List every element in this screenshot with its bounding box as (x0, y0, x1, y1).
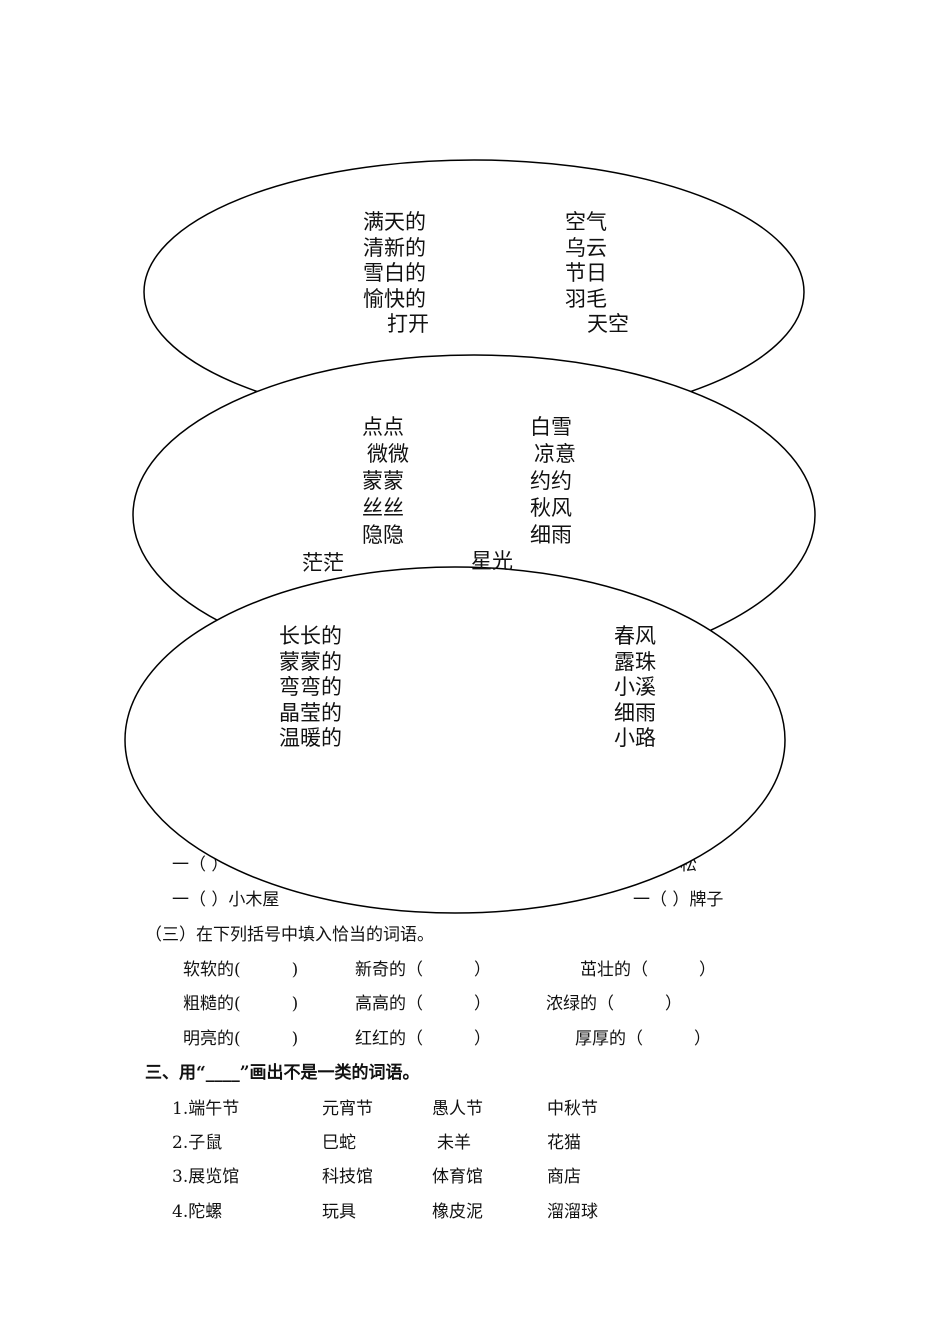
word-item: 花猫 (547, 1133, 581, 1153)
word-item: 体育馆 (432, 1167, 483, 1187)
word: 天空 (587, 312, 629, 336)
word: 微微 (367, 442, 409, 466)
word: 点点 (362, 415, 404, 439)
measure-row2-right: 一（ ）牌子 (633, 890, 724, 910)
word: 白雪 (530, 415, 572, 439)
oval2-words: 点点 微微 蒙蒙 丝丝 隐隐 茫茫 白雪 凉意 约约 秋风 细雨 (0, 0, 950, 600)
fill-item: 红红的（ ） (355, 1029, 491, 1049)
word: 凉意 (534, 442, 576, 466)
oval3-left-words: 长长的 蒙蒙的 弯弯的 晶莹的 温暖的 (279, 624, 342, 752)
word: 温暖的 (279, 726, 342, 750)
fill-item: 高高的（ ） (355, 994, 491, 1014)
fill-item: 新奇的（ ） (355, 960, 491, 980)
fill-item: 粗糙的( ) (183, 994, 299, 1014)
word-item: 3.展览馆 (172, 1167, 240, 1187)
word-item: 4.陀螺 (172, 1202, 223, 1222)
word-item: 元宵节 (322, 1099, 373, 1119)
word-item: 玩具 (322, 1202, 356, 1222)
word: 细雨 (614, 700, 656, 725)
word: 空气 (565, 210, 607, 234)
oval3-right-words: 春风 露珠 小溪 细雨 小路 (614, 624, 656, 752)
fill-item: 明亮的( ) (183, 1029, 299, 1049)
part3-title: 三、用“____”画出不是一类的词语。 (145, 1063, 420, 1083)
measure-row1-left: 一（ ） (172, 855, 229, 875)
word: 愉快的 (363, 286, 426, 311)
oval1-right-words: 空气 乌云 节日 羽毛 天空 (565, 210, 629, 338)
word: 蒙蒙 (362, 469, 404, 493)
word: 弯弯的 (279, 675, 342, 699)
word: 晶莹的 (279, 700, 342, 725)
fill-item: 茁壮的（ ） (580, 960, 716, 980)
word-item: 中秋节 (547, 1099, 598, 1119)
word: 雪白的 (363, 261, 426, 285)
word: 乌云 (565, 235, 607, 260)
word: 蒙蒙的 (279, 649, 342, 674)
word: 小溪 (614, 675, 656, 699)
word: 星光 (471, 549, 513, 573)
word: 丝丝 (362, 496, 404, 520)
word: 长长的 (279, 624, 342, 648)
word-item: 溜溜球 (547, 1202, 598, 1222)
word: 打开 (387, 312, 429, 336)
section-title: （三）在下列括号中填入恰当的词语。 (145, 925, 434, 945)
word: 节日 (565, 261, 607, 285)
word-item: 未羊 (437, 1133, 471, 1153)
word: 茫茫 (302, 551, 344, 575)
word: 约约 (530, 469, 572, 493)
word: 清新的 (363, 235, 426, 260)
word-item: 橡皮泥 (432, 1202, 483, 1222)
oval1-left-words: 满天的 清新的 雪白的 愉快的 打开 (363, 210, 429, 338)
word-item: 愚人节 (432, 1099, 483, 1119)
word: 羽毛 (565, 286, 607, 311)
word: 小路 (614, 726, 656, 750)
fill-item: 浓绿的（ ） (546, 994, 682, 1014)
fill-item: 软软的( ) (183, 960, 299, 980)
word-item: 科技馆 (322, 1167, 373, 1187)
word-item: 商店 (547, 1167, 581, 1187)
word: 春风 (614, 624, 656, 648)
word: 细雨 (530, 523, 572, 547)
word: 满天的 (363, 210, 426, 234)
word-item: 1.端午节 (172, 1099, 240, 1119)
measure-row2-left: 一（ ）小木屋 (172, 890, 280, 910)
word: 秋风 (530, 496, 572, 520)
word: 露珠 (614, 649, 656, 674)
fill-item: 厚厚的（ ） (575, 1029, 711, 1049)
word-item: 2.子鼠 (172, 1133, 223, 1153)
word: 隐隐 (362, 523, 404, 547)
word-item: 巳蛇 (322, 1133, 356, 1153)
